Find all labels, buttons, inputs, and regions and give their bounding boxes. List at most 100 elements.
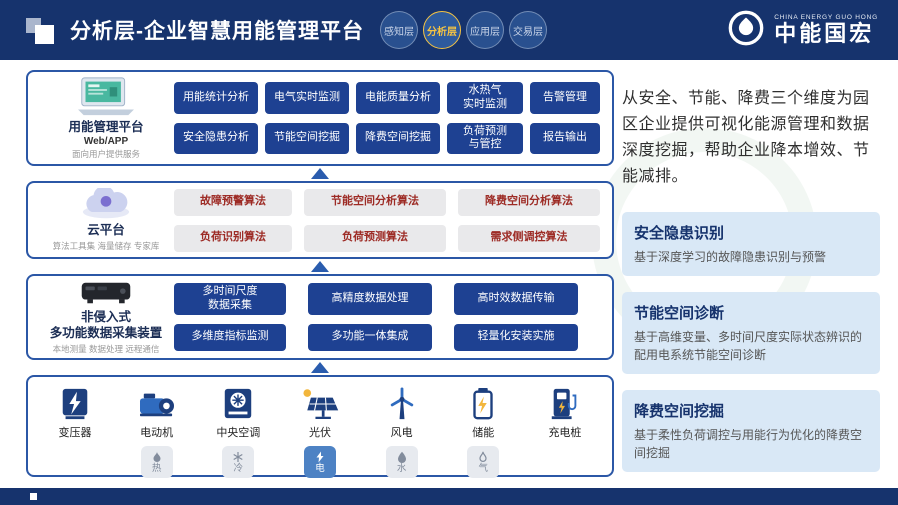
brand-name-cn: 中能国宏 xyxy=(774,21,875,47)
btn-multi-timescale-collection[interactable]: 多时间尺度 数据采集 xyxy=(174,283,286,315)
algorithm-buttons: 故障预警算法 节能空间分析算法 降费空间分析算法 负荷识别算法 负荷预测算法 需… xyxy=(174,188,602,252)
intro-text: 从安全、节能、降费三个维度为园区企业提供可视化能源管理和数据深度挖掘，帮助企业降… xyxy=(622,90,870,185)
device-box: 非侵入式 多功能数据采集装置 本地测量 数据处理 远程通信 多时间尺度 数据采集… xyxy=(26,274,614,360)
platform-box: 用能管理平台 Web/APP 面向用户提供服务 用能统计分析 电气实时监测 电能… xyxy=(26,70,614,166)
cloud-side: 云平台 算法工具集 海量储存 专家库 xyxy=(38,188,174,252)
btn-water-heat-gas-monitor[interactable]: 水热气 实时监测 xyxy=(447,82,523,114)
btn-multi-function-integration[interactable]: 多功能一体集成 xyxy=(308,323,432,351)
water-drop-icon xyxy=(397,451,406,463)
equip-central-ac: 中央空调 冷 xyxy=(209,387,267,478)
btn-lightweight-installation[interactable]: 轻量化安装实施 xyxy=(454,323,578,351)
platform-note: 面向用户提供服务 xyxy=(71,149,140,160)
device-buttons: 多时间尺度 数据采集 高精度数据处理 高时效数据传输 多维度指标监测 多功能一体… xyxy=(174,283,602,351)
device-side: 非侵入式 多功能数据采集装置 本地测量 数据处理 远程通信 xyxy=(38,279,174,354)
equip-motor: 电动机 热 xyxy=(128,387,186,478)
badge-heat[interactable]: 热 xyxy=(140,446,173,478)
cloud-box: 云平台 算法工具集 海量储存 专家库 故障预警算法 节能空间分析算法 降费空间分… xyxy=(26,181,614,259)
nav-analysis-layer[interactable]: 分析层 xyxy=(423,11,461,49)
equipment-box: 变压器 电动机 热 xyxy=(26,375,614,478)
algo-energy-saving-analysis[interactable]: 节能空间分析算法 xyxy=(304,188,446,216)
up-arrow-icon xyxy=(311,362,329,373)
btn-high-timeliness-transmission[interactable]: 高时效数据传输 xyxy=(454,283,578,315)
equipment-row: 变压器 电动机 热 xyxy=(38,387,602,478)
battery-icon xyxy=(466,387,500,421)
gas-flame-icon xyxy=(479,451,487,462)
footer-bar xyxy=(0,488,898,505)
btn-high-precision-processing[interactable]: 高精度数据处理 xyxy=(308,283,432,315)
flame-icon xyxy=(153,451,161,462)
badge-cold[interactable]: 冷 xyxy=(222,446,255,478)
nav-application-layer[interactable]: 应用层 xyxy=(466,11,504,49)
btn-energy-stat-analysis[interactable]: 用能统计分析 xyxy=(174,82,258,114)
equip-solar-pv: 光伏 电 xyxy=(291,387,349,478)
equip-label: 光伏 xyxy=(308,427,331,439)
equip-energy-storage: 储能 气 xyxy=(454,387,512,478)
badge-electricity[interactable]: 电 xyxy=(303,446,336,478)
badge-water[interactable]: 水 xyxy=(385,446,418,478)
card-title: 降费空间挖掘 xyxy=(634,402,725,420)
footer-logo-mark xyxy=(30,493,37,500)
transformer-icon xyxy=(58,387,92,421)
btn-multi-dimension-monitoring[interactable]: 多维度指标监测 xyxy=(174,323,286,351)
card-safety-hazard: 安全隐患识别 基于深度学习的故障隐患识别与预警 xyxy=(622,211,880,276)
algo-fault-warning[interactable]: 故障预警算法 xyxy=(174,188,292,216)
motor-icon xyxy=(138,387,176,421)
platform-side: 用能管理平台 Web/APP 面向用户提供服务 xyxy=(38,76,174,161)
btn-energy-saving-mining[interactable]: 节能空间挖掘 xyxy=(265,122,349,154)
equip-label: 中央空调 xyxy=(216,427,261,439)
cloud-note: 算法工具集 海量储存 专家库 xyxy=(52,240,160,251)
btn-electrical-realtime-monitor[interactable]: 电气实时监测 xyxy=(265,82,349,114)
platform-title: 用能管理平台 xyxy=(68,119,144,134)
wind-turbine-icon xyxy=(385,387,419,421)
card-body: 基于深度学习的故障隐患识别与预警 xyxy=(634,249,827,264)
slide-logo-mark xyxy=(26,15,56,45)
card-body: 基于柔性负荷调控与用能行为优化的降费空间挖掘 xyxy=(634,427,863,460)
device-note: 本地测量 数据处理 远程通信 xyxy=(52,343,160,354)
algo-demand-response[interactable]: 需求侧调控算法 xyxy=(458,224,600,252)
algo-cost-reduction-analysis[interactable]: 降费空间分析算法 xyxy=(458,188,600,216)
btn-power-quality-analysis[interactable]: 电能质量分析 xyxy=(356,82,440,114)
equip-label: 充电桩 xyxy=(548,427,582,439)
card-energy-saving: 节能空间诊断 基于高维变量、多时间尺度实际状态辨识的配用电系统节能空间诊断 xyxy=(622,291,880,374)
btn-load-forecast-control[interactable]: 负荷预测 与管控 xyxy=(447,122,523,154)
equip-label: 变压器 xyxy=(58,427,92,439)
btn-cost-reduction-mining[interactable]: 降费空间挖掘 xyxy=(356,122,440,154)
equip-label: 储能 xyxy=(472,427,495,439)
btn-alarm-management[interactable]: 告警管理 xyxy=(530,82,600,114)
card-title: 节能空间诊断 xyxy=(634,304,725,322)
equip-wind-power: 风电 水 xyxy=(373,387,431,478)
card-title: 安全隐患识别 xyxy=(634,224,725,242)
badge-gas[interactable]: 气 xyxy=(467,446,500,478)
platform-buttons: 用能统计分析 电气实时监测 电能质量分析 水热气 实时监测 告警管理 安全隐患分… xyxy=(174,82,602,154)
right-panel: 从安全、节能、降费三个维度为园区企业提供可视化能源管理和数据深度挖掘，帮助企业降… xyxy=(622,86,880,472)
device-title: 非侵入式 多功能数据采集装置 xyxy=(49,310,163,340)
company-brand: CHINA ENERGY GUO HONG 中能国宏 xyxy=(727,9,878,52)
monitor-icon xyxy=(76,76,136,119)
snowflake-icon xyxy=(233,451,243,462)
card-cost-reduction: 降费空间挖掘 基于柔性负荷调控与用能行为优化的降费空间挖掘 xyxy=(622,389,880,472)
brand-name-en: CHINA ENERGY GUO HONG xyxy=(774,13,878,21)
header-bar: 分析层-企业智慧用能管理平台 感知层 分析层 应用层 交易层 CHINA ENE… xyxy=(0,0,898,60)
equip-label: 风电 xyxy=(390,427,413,439)
platform-subtitle: Web/APP xyxy=(83,136,129,148)
company-logo-icon xyxy=(727,9,765,52)
up-arrow-icon xyxy=(311,168,329,179)
algo-load-forecast[interactable]: 负荷预测算法 xyxy=(304,224,446,252)
hvac-icon xyxy=(221,387,255,421)
cloud-title: 云平台 xyxy=(87,223,125,238)
nav-trade-layer[interactable]: 交易层 xyxy=(509,11,547,49)
solar-panel-icon xyxy=(300,387,340,421)
card-body: 基于高维变量、多时间尺度实际状态辨识的配用电系统节能空间诊断 xyxy=(634,329,863,362)
page-title: 分析层-企业智慧用能管理平台 xyxy=(70,20,364,43)
architecture-stack: 用能管理平台 Web/APP 面向用户提供服务 用能统计分析 电气实时监测 电能… xyxy=(26,70,614,478)
up-arrow-icon xyxy=(311,261,329,272)
nav-perception-layer[interactable]: 感知层 xyxy=(380,11,418,49)
bolt-icon xyxy=(316,451,324,463)
btn-safety-hazard-analysis[interactable]: 安全隐患分析 xyxy=(174,122,258,154)
cloud-icon xyxy=(79,188,133,222)
equip-transformer: 变压器 xyxy=(46,387,104,478)
charging-pile-icon xyxy=(548,387,582,421)
btn-report-output[interactable]: 报告输出 xyxy=(530,122,600,154)
algo-load-identification[interactable]: 负荷识别算法 xyxy=(174,224,292,252)
data-collector-icon xyxy=(78,279,134,309)
